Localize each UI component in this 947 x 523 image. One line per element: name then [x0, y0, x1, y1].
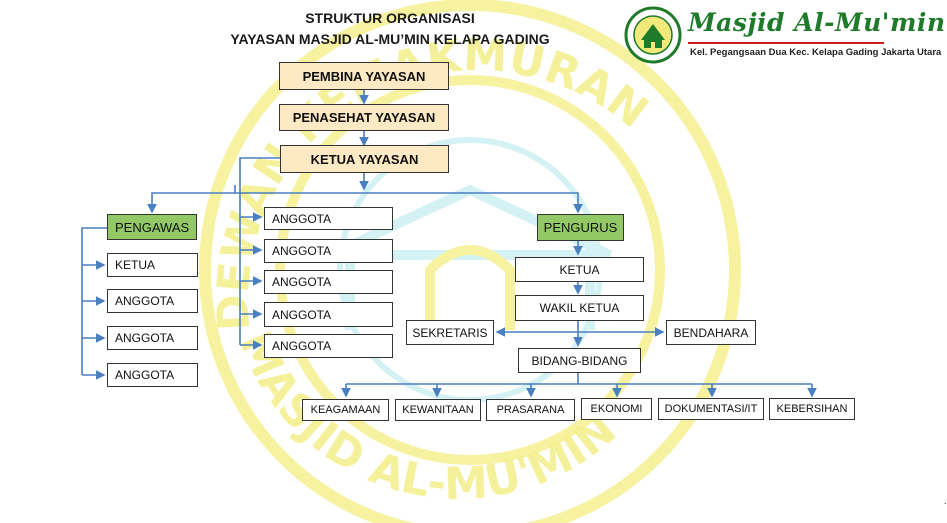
box-wakil-ketua: WAKIL KETUA: [515, 295, 644, 321]
box-pengawas-anggota-2: ANGGOTA: [107, 326, 198, 350]
box-kewanitaan: KEWANITAAN: [395, 399, 481, 421]
logo-title: Masjid Al-Mu'min: [688, 8, 946, 37]
box-pengawas: PENGAWAS: [107, 214, 197, 240]
box-anggota-1: ANGGOTA: [264, 207, 393, 230]
box-anggota-4: ANGGOTA: [264, 302, 393, 327]
slide-corner-mark: ·: [943, 498, 947, 509]
box-pembina: PEMBINA YAYASAN: [279, 62, 449, 90]
logo-divider: [688, 42, 884, 44]
box-anggota-2: ANGGOTA: [264, 239, 393, 263]
box-anggota-5: ANGGOTA: [264, 334, 393, 358]
box-pengawas-anggota-3: ANGGOTA: [107, 363, 198, 387]
box-pengurus: PENGURUS: [537, 214, 624, 241]
title-line-1: STRUKTUR ORGANISASI: [305, 10, 475, 26]
box-pengawas-anggota-1: ANGGOTA: [107, 289, 198, 313]
box-anggota-3: ANGGOTA: [264, 270, 393, 294]
box-prasarana: PRASARANA: [486, 399, 575, 421]
box-bendahara: BENDAHARA: [666, 320, 756, 345]
box-sekretaris: SEKRETARIS: [406, 320, 494, 345]
mosque-seal-icon: [624, 6, 682, 64]
box-penasehat: PENASEHAT YAYASAN: [279, 104, 449, 131]
box-keagamaan: KEAGAMAAN: [302, 399, 389, 421]
box-ekonomi: EKONOMI: [581, 398, 652, 420]
title-line-2: YAYASAN MASJID AL-MU’MIN KELAPA GADING: [230, 31, 550, 47]
box-pengurus-ketua: KETUA: [515, 257, 644, 282]
logo-address: Kel. Pegangsaan Dua Kec. Kelapa Gading J…: [690, 47, 942, 58]
box-pengawas-ketua: KETUA: [107, 253, 198, 277]
box-dokumentasi-it: DOKUMENTASI/IT: [658, 398, 764, 420]
box-ketua-yayasan: KETUA YAYASAN: [280, 145, 449, 173]
box-bidang-bidang: BIDANG-BIDANG: [518, 348, 641, 373]
box-kebersihan: KEBERSIHAN: [769, 398, 855, 420]
